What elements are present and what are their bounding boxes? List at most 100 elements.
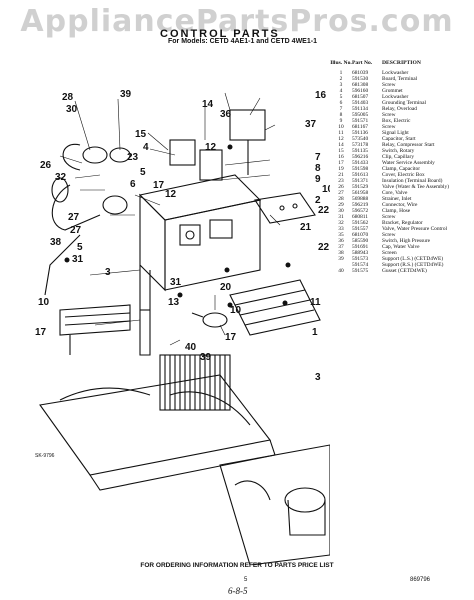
part-description: Box, Electric xyxy=(382,118,411,124)
part-description: Strainer, Inlet xyxy=(382,196,412,202)
callout: 37 xyxy=(305,119,317,130)
part-description: Water Service Assembly xyxy=(382,160,435,166)
part-illus-no: 38 xyxy=(338,250,344,256)
part-description: Gusset (CETD4WE) xyxy=(382,268,427,274)
part-number: 561958 xyxy=(352,190,369,196)
callout: 12 xyxy=(205,142,217,153)
callout-numbers: 16 14 36 37 7 8 9 10 2 22 21 22 11 1 3 3… xyxy=(35,89,330,383)
part-illus-no: 31 xyxy=(338,214,344,220)
part-description: Cover, Electric Box xyxy=(382,172,425,178)
callout: 26 xyxy=(40,160,52,171)
relay-assembly xyxy=(169,109,266,181)
callout: 3 xyxy=(315,372,321,383)
terminal-board xyxy=(254,192,316,224)
part-description: Switch, High Pressure xyxy=(382,238,431,244)
part-number: 591529 xyxy=(352,184,369,190)
part-number: 591433 xyxy=(352,160,369,166)
part-number: 596160 xyxy=(352,88,369,94)
part-illus-no: 39 xyxy=(338,256,344,262)
callout: 10 xyxy=(38,297,50,308)
electric-box-cover xyxy=(229,279,321,336)
part-description: Clamp, Hose xyxy=(382,208,411,214)
models-subtitle: For Models: CETD 4AE1-1 and CETD 4WE1-1 xyxy=(168,38,317,45)
callout: 32 xyxy=(55,172,67,183)
part-illus-no: 7 xyxy=(339,106,343,112)
part-illus-no: 3 xyxy=(339,82,343,88)
part-number: 681308 xyxy=(352,82,369,88)
part-number: 591135 xyxy=(352,148,368,154)
part-description: Signal Light xyxy=(382,130,409,136)
condenser-coil xyxy=(159,354,231,411)
header-part-no: Part No. xyxy=(352,60,373,66)
part-number: 591598 xyxy=(352,166,369,172)
callout: 23 xyxy=(127,152,139,163)
part-description: Screw xyxy=(382,214,396,220)
part-description: Relay, Compressor Start xyxy=(382,142,435,148)
condenser-support xyxy=(39,374,276,491)
callout: 16 xyxy=(315,90,327,101)
part-illus-no: 35 xyxy=(338,232,344,238)
parts-list-header: Illus. No. Part No. DESCRIPTION xyxy=(330,60,470,66)
document-number: 869796 xyxy=(410,577,431,583)
callout: 17 xyxy=(35,327,47,338)
capacitor xyxy=(191,312,228,328)
part-number: 591691 xyxy=(352,244,369,250)
part-illus-no: 30 xyxy=(338,208,344,214)
callout: 3 xyxy=(105,267,111,278)
callout: 22 xyxy=(318,205,330,216)
part-description: Bracket, Regulator xyxy=(382,220,423,226)
header-illus-no: Illus. No. xyxy=(330,60,352,66)
part-number: 591613 xyxy=(352,172,369,178)
part-number: 569888 xyxy=(352,196,369,202)
part-number: 591573 xyxy=(352,256,369,262)
callout: 8 xyxy=(315,163,321,174)
callout: 2 xyxy=(315,195,321,206)
part-illus-no: 19 xyxy=(338,166,344,172)
callout: 36 xyxy=(220,109,232,120)
callout: 17 xyxy=(225,332,237,343)
handwritten-note: 6-8-5 xyxy=(228,586,248,596)
part-description: Cap, Water Valve xyxy=(382,244,420,250)
header-description: DESCRIPTION xyxy=(382,60,421,66)
part-illus-no: 2 xyxy=(339,76,343,82)
part-number: 591575 xyxy=(352,268,369,274)
callout: 12 xyxy=(165,189,177,200)
part-illus-no: 10 xyxy=(338,124,344,130)
callout: 30 xyxy=(66,104,78,115)
callout: 11 xyxy=(310,297,321,308)
callout: 10 xyxy=(230,305,242,316)
part-number: 591571 xyxy=(352,118,369,124)
callout: 17 xyxy=(153,180,165,191)
callout: 38 xyxy=(50,237,62,248)
part-illus-no: 6 xyxy=(339,100,343,106)
catalog-number: SK-9796 xyxy=(35,453,55,459)
part-description: Insulation (Terminal Board) xyxy=(382,178,443,184)
callout: 22 xyxy=(318,242,330,253)
part-description: Valve, Water Pressure Control xyxy=(382,226,448,232)
callout: 5 xyxy=(77,242,83,253)
callout: 1 xyxy=(312,327,318,338)
part-description: Board, Terminal xyxy=(382,76,418,82)
part-number: 591371 xyxy=(352,178,369,184)
callout: 28 xyxy=(62,92,74,103)
part-illus-no: 26 xyxy=(338,184,344,190)
callout: 4 xyxy=(143,142,149,153)
water-service-assembly xyxy=(59,304,131,355)
callout: 13 xyxy=(168,297,180,308)
